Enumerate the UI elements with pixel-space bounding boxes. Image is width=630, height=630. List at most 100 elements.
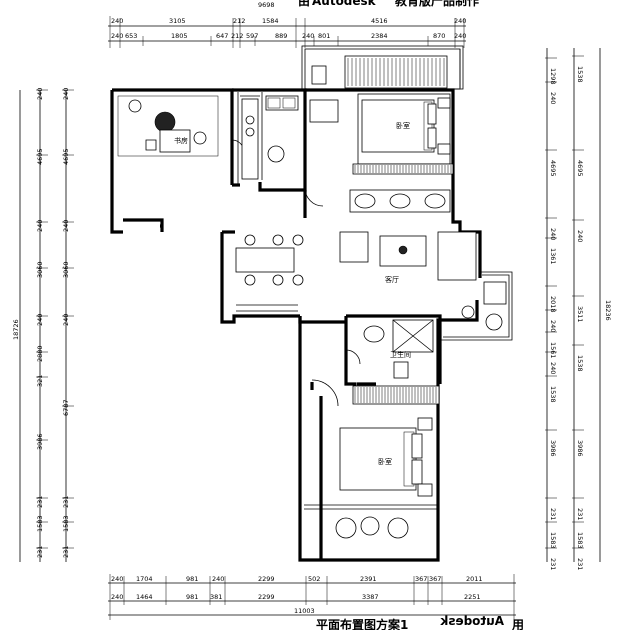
banner-prefix: 由 <box>298 0 310 8</box>
sofa-right <box>437 231 477 281</box>
counter <box>241 98 259 180</box>
dim-top2-h: 240 <box>302 32 314 40</box>
dim-left-mid-m8: 1583 <box>62 515 70 532</box>
dim-right-inner-r4: 3511 <box>576 306 584 323</box>
dim-top2-b: 653 <box>125 32 137 40</box>
dim-left-inner-l7: 321 <box>36 375 44 387</box>
dim-bottom2-a: 240 <box>111 593 123 601</box>
dim-top1-b: 3105 <box>169 17 186 25</box>
dim-top1-c: 212 <box>233 17 245 25</box>
side-table <box>360 516 380 536</box>
boiler-icon <box>311 65 327 85</box>
room-label-bedroom-bottom: 卧室 <box>378 457 392 466</box>
banner-suffix: 教育版产品制作 <box>394 0 479 8</box>
top-banner: 由 Autodesk 教育版产品制作 9698 <box>258 0 479 9</box>
room-label-bath: 卫生间 <box>390 350 411 359</box>
dim-bottom1-a: 240 <box>111 575 123 583</box>
banner-brand: Autodesk <box>312 0 377 8</box>
toilet-icon <box>393 361 409 379</box>
dim-top2-d: 647 <box>216 32 228 40</box>
dim-bottom2-e: 2299 <box>258 593 275 601</box>
bedroom-top-furniture: 卧室 <box>361 97 451 155</box>
room-label-living: 客厅 <box>385 275 399 284</box>
right-dimensions: 18236 153846952403511153839862311583231 … <box>545 48 612 570</box>
study-furniture: 书房 <box>117 95 219 157</box>
dim-right-mid-q12: 231 <box>549 508 557 520</box>
dim-bottom2-g: 2251 <box>464 593 481 601</box>
kitchen-fixtures <box>241 65 339 180</box>
dim-top1-d: 1584 <box>262 17 279 25</box>
dim-left-inner-l4: 3060 <box>36 261 44 278</box>
dim-right-mid-q7: 240 <box>549 320 557 332</box>
dim-right-mid-q11: 3986 <box>549 440 557 457</box>
dim-right-mid-q5: 1361 <box>549 248 557 265</box>
dim-left-inner-l10: 1583 <box>36 515 44 532</box>
dim-bottom1-d: 240 <box>212 575 224 583</box>
banner-suffix-bottom: 用 <box>511 618 524 630</box>
bed <box>339 427 417 491</box>
nightstand <box>437 143 451 155</box>
dim-left-mid-m6: 6787 <box>62 399 70 416</box>
dining-table <box>235 247 295 273</box>
dim-bottom1-g: 2391 <box>360 575 377 583</box>
dim-bottom2-b: 1464 <box>136 593 153 601</box>
bathroom-fixtures: 卫生间 <box>363 325 411 379</box>
dim-right-inner-r5: 1538 <box>576 355 584 372</box>
dim-left-mid-m5: 240 <box>62 314 70 326</box>
dim-bottom2-f: 3387 <box>362 593 379 601</box>
dim-right-mid-q6: 2018 <box>549 296 557 313</box>
top-dimensions: 240 3105 212 1584 4516 240 240 653 1805 … <box>108 16 466 48</box>
dim-bottom1-f: 502 <box>308 575 320 583</box>
dim-right-mid-q1: 1298 <box>549 68 557 85</box>
dim-top1-e: 4516 <box>371 17 388 25</box>
bedroom-bottom-furniture: 卧室 <box>339 417 433 497</box>
dim-left-inner-l3: 240 <box>36 220 44 232</box>
dim-left-mid-m2: 4695 <box>62 148 70 165</box>
room-label-bedroom-top: 卧室 <box>396 121 410 130</box>
dim-top2-i: 801 <box>318 32 330 40</box>
dim-right-mid-q9: 240 <box>549 362 557 374</box>
dim-left-mid-m3: 240 <box>62 220 70 232</box>
armchair <box>339 231 369 263</box>
dim-bottom1-j: 2011 <box>466 575 483 583</box>
dim-bottom2-d: 381 <box>210 593 222 601</box>
dim-left-mid-m4: 3060 <box>62 261 70 278</box>
dim-top2-f: 597 <box>246 32 258 40</box>
dim-left-inner-l11: 231 <box>36 546 44 558</box>
dim-right-mid-q14: 231 <box>549 558 557 570</box>
dim-right-inner-r7: 231 <box>576 508 584 520</box>
dim-right-inner-r1: 1538 <box>576 66 584 83</box>
fridge-icon <box>267 145 285 163</box>
overall-dimension-top: 9698 <box>258 1 275 9</box>
sink-icon <box>265 95 299 111</box>
plant-icon <box>128 99 142 113</box>
wardrobe-bottom <box>352 385 440 405</box>
dim-left-inner-l9: 231 <box>36 496 44 508</box>
dim-left-mid-m7: 231 <box>62 496 70 508</box>
dim-right-mid-q13: 1583 <box>549 532 557 549</box>
dim-right-inner-r2: 4695 <box>576 160 584 177</box>
dim-right-mid-q8: 1561 <box>549 342 557 359</box>
dim-bottom-total: 11003 <box>294 607 315 615</box>
dim-top2-g: 889 <box>275 32 287 40</box>
dim-left-inner-l1: 240 <box>36 88 44 100</box>
dim-right-inner-r9: 231 <box>576 558 584 570</box>
lounge-chair <box>387 517 409 539</box>
dim-top2-a: 240 <box>111 32 123 40</box>
dim-left-inner-l8: 3986 <box>36 433 44 450</box>
living-furniture: 客厅 <box>339 189 477 284</box>
dim-bottom1-c: 981 <box>186 575 198 583</box>
bottom-dimensions: 240 1704 981 240 2299 502 2391 367 367 2… <box>108 574 516 620</box>
dim-top2-j: 2384 <box>371 32 388 40</box>
dim-right-inner-r6: 3986 <box>576 440 584 457</box>
dim-right-mid-q4: 240 <box>549 228 557 240</box>
dim-bottom1-i: 367 <box>429 575 441 583</box>
dim-top2-e: 212 <box>231 32 243 40</box>
dim-left-outer: 18726 <box>12 319 20 340</box>
dim-right-outer: 18236 <box>604 300 612 321</box>
desk <box>159 129 191 153</box>
dim-top1-a: 240 <box>111 17 123 25</box>
dim-bottom2-c: 981 <box>186 593 198 601</box>
nightstand <box>417 417 433 431</box>
